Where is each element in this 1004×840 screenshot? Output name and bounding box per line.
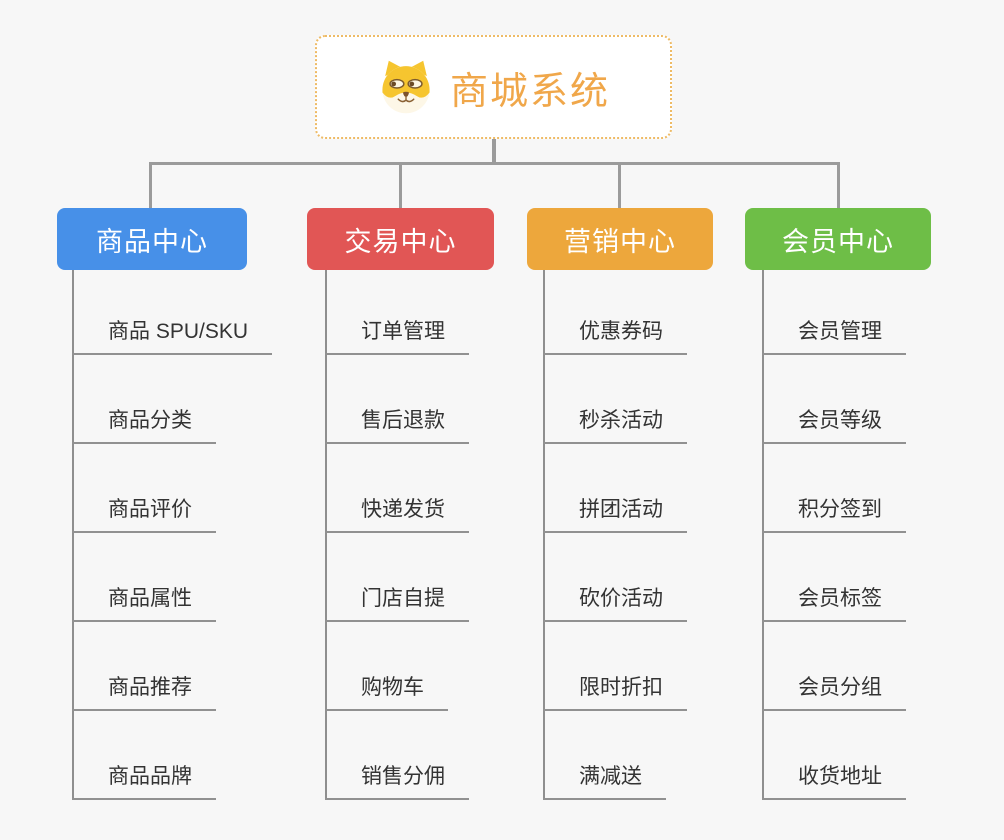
connector-root-drop xyxy=(492,139,496,165)
subtopic-item[interactable]: 砍价活动 xyxy=(543,584,687,622)
subtopic-item[interactable]: 售后退款 xyxy=(325,406,469,444)
branch-product-center[interactable]: 商品中心 xyxy=(57,208,247,270)
subtopic-item[interactable]: 会员分组 xyxy=(762,673,906,711)
subtopic-item[interactable]: 商品 SPU/SKU xyxy=(72,317,273,355)
branch-trade-center[interactable]: 交易中心 xyxy=(307,208,494,270)
subtopic-item[interactable]: 满减送 xyxy=(543,762,666,800)
subtopic-item[interactable]: 限时折扣 xyxy=(543,673,687,711)
subtopic-item[interactable]: 会员标签 xyxy=(762,584,906,622)
subtopic-item[interactable]: 拼团活动 xyxy=(543,495,687,533)
dog-face-icon xyxy=(377,58,435,116)
connector-bus xyxy=(149,162,840,165)
branch-trunk-line xyxy=(325,270,327,800)
root-topic[interactable]: 商城系统 xyxy=(315,35,672,139)
connector-stub-branch-1 xyxy=(149,162,152,210)
subtopic-item[interactable]: 优惠券码 xyxy=(543,317,687,355)
subtopic-item[interactable]: 积分签到 xyxy=(762,495,906,533)
subtopic-item[interactable]: 收货地址 xyxy=(762,762,906,800)
subtopic-item[interactable]: 商品分类 xyxy=(72,406,216,444)
branch-marketing-center[interactable]: 营销中心 xyxy=(527,208,713,270)
subtopic-item[interactable]: 商品品牌 xyxy=(72,762,216,800)
connector-stub-branch-4 xyxy=(837,162,840,210)
subtopic-item[interactable]: 门店自提 xyxy=(325,584,469,622)
subtopic-item[interactable]: 商品评价 xyxy=(72,495,216,533)
connector-stub-branch-3 xyxy=(618,162,621,210)
branch-trunk-line xyxy=(762,270,764,800)
subtopic-item[interactable]: 商品推荐 xyxy=(72,673,216,711)
branch-label: 商品中心 xyxy=(96,226,208,257)
subtopic-item[interactable]: 销售分佣 xyxy=(325,762,469,800)
branch-label: 交易中心 xyxy=(344,226,457,257)
subtopic-item[interactable]: 秒杀活动 xyxy=(543,406,687,444)
branch-label: 营销中心 xyxy=(564,226,676,257)
subtopic-item[interactable]: 购物车 xyxy=(325,673,448,711)
subtopic-item[interactable]: 会员管理 xyxy=(762,317,906,355)
branch-label: 会员中心 xyxy=(782,226,894,257)
subtopic-item[interactable]: 商品属性 xyxy=(72,584,216,622)
subtopic-item[interactable]: 订单管理 xyxy=(325,317,469,355)
connector-stub-branch-2 xyxy=(399,162,402,210)
subtopic-item[interactable]: 会员等级 xyxy=(762,406,906,444)
branch-trunk-line xyxy=(72,270,74,800)
branch-trunk-line xyxy=(543,270,545,800)
branch-member-center[interactable]: 会员中心 xyxy=(745,208,931,270)
subtopic-item[interactable]: 快递发货 xyxy=(325,495,469,533)
root-topic-label: 商城系统 xyxy=(449,70,610,113)
